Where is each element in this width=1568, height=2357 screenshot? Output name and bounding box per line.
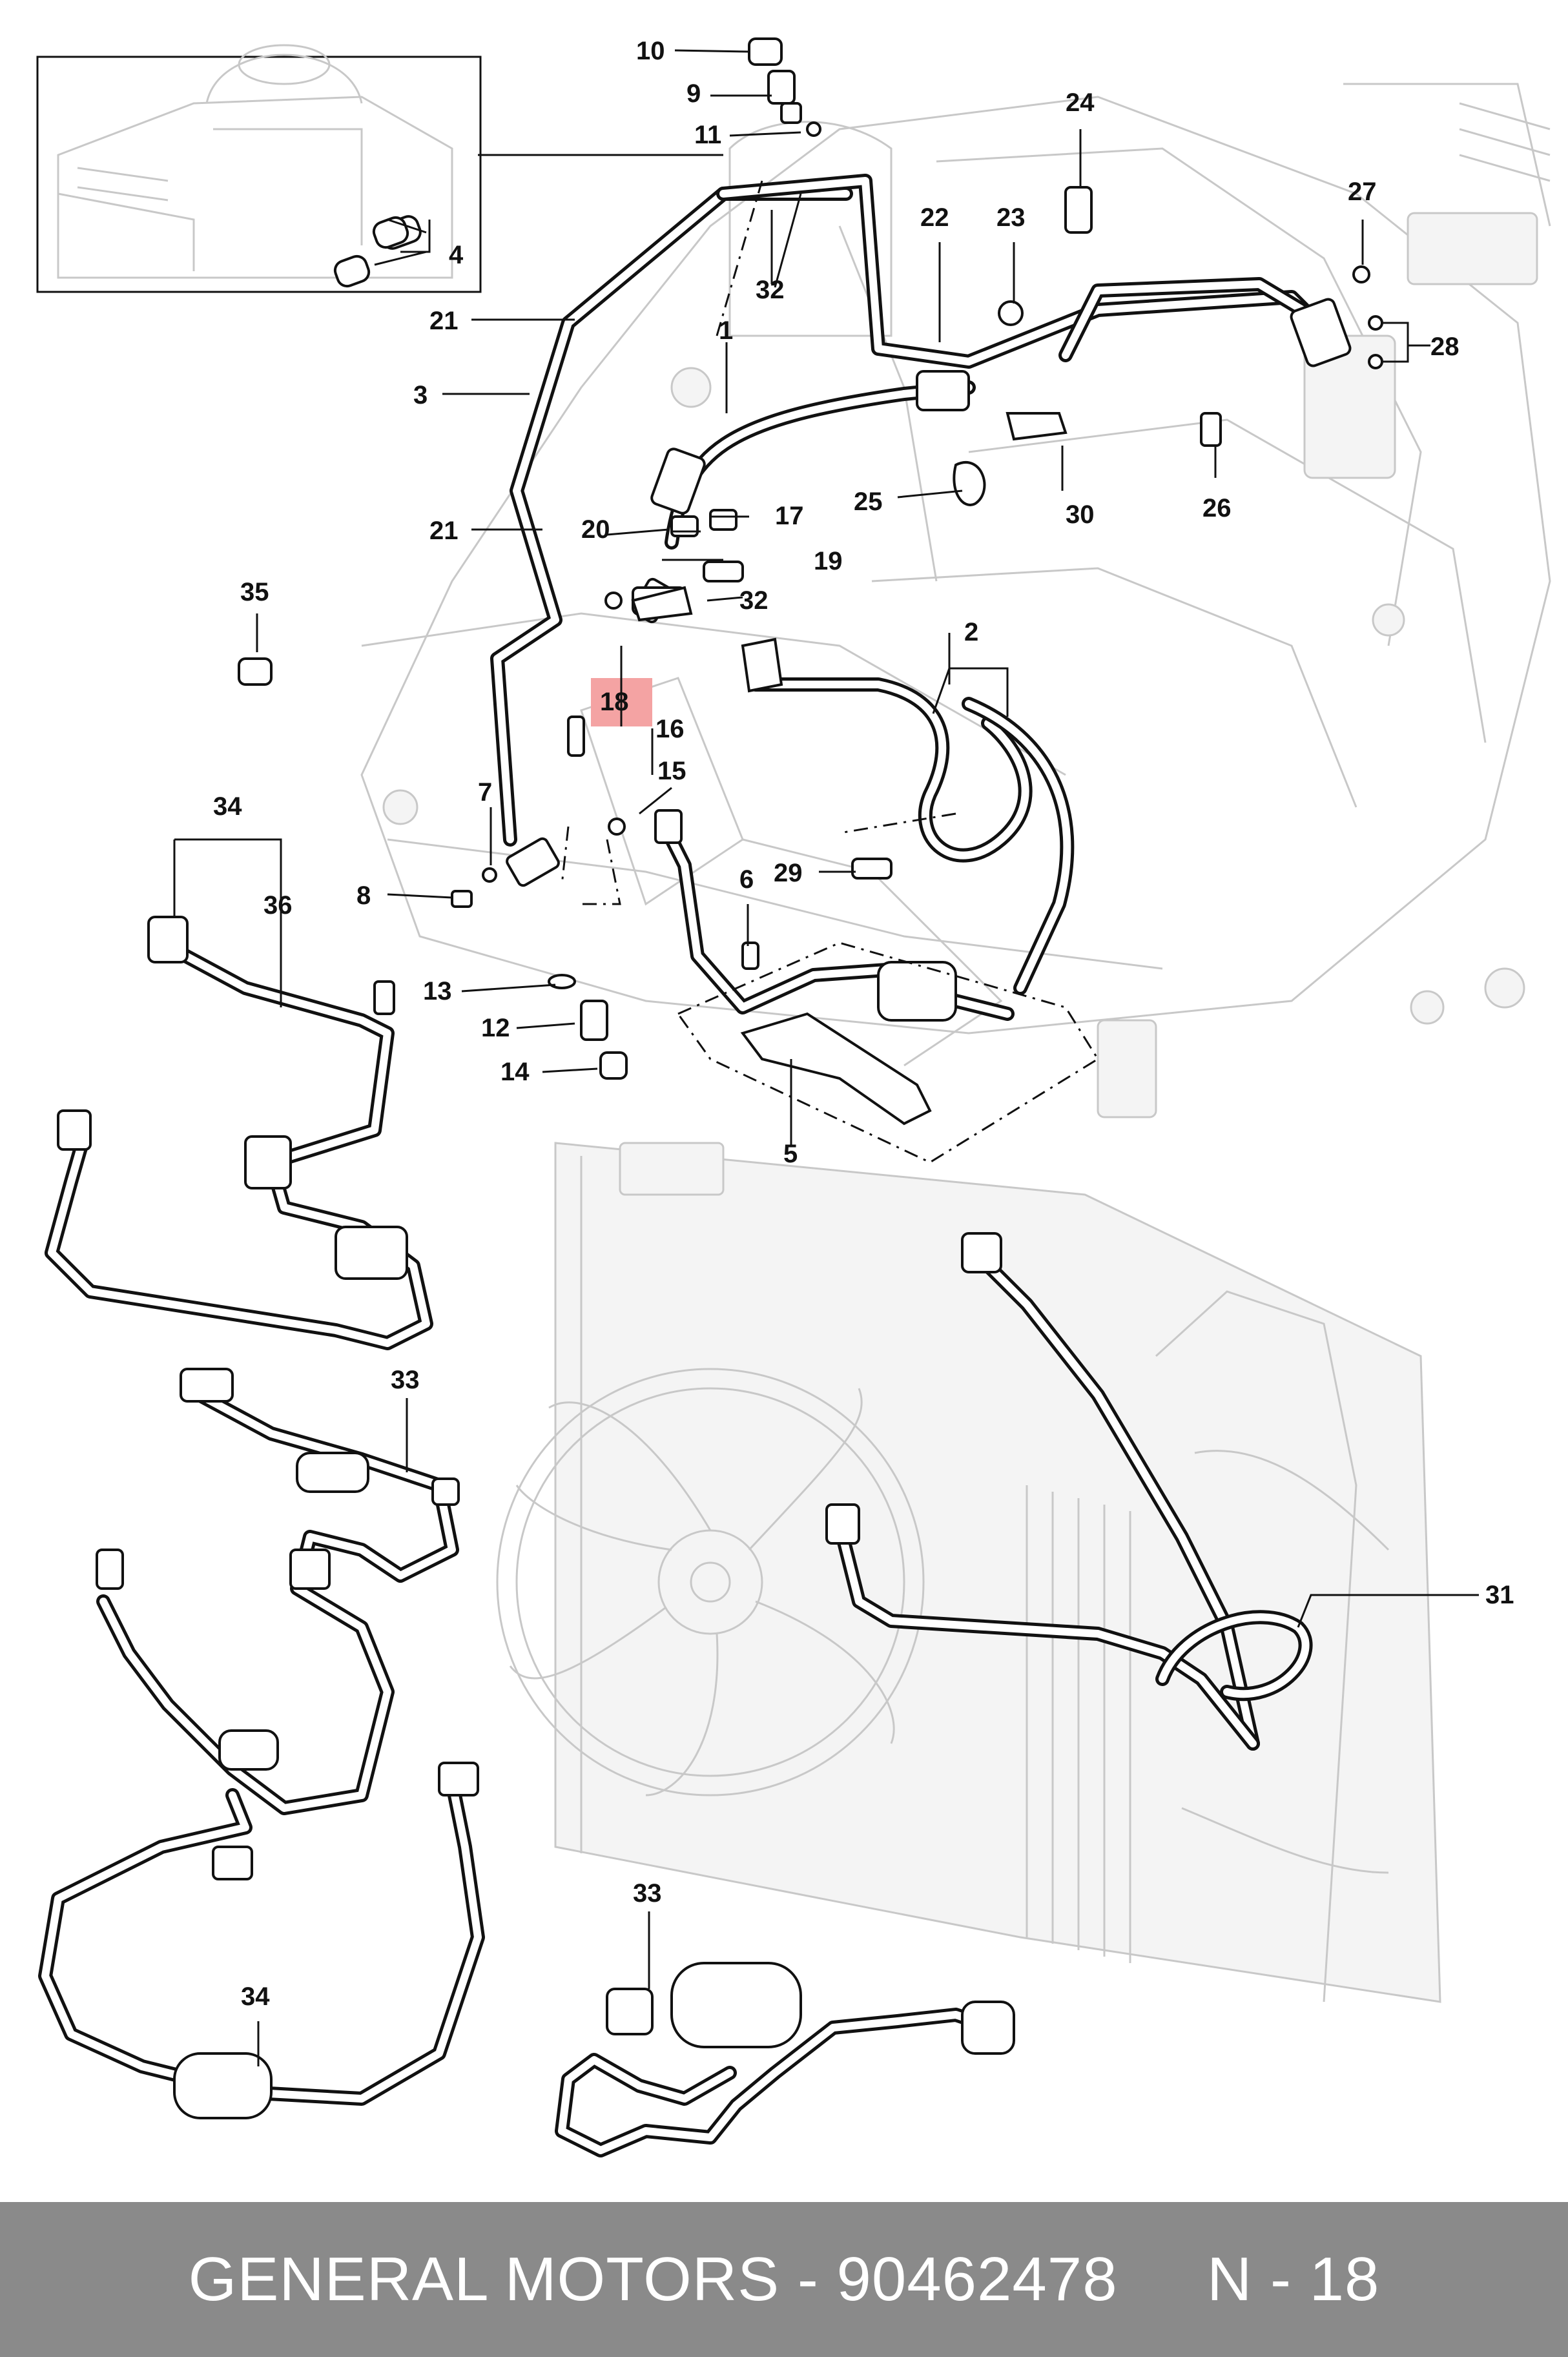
footer-bar: GENERAL MOTORS - 90462478 N - 18 bbox=[0, 2202, 1568, 2357]
label-1: 1 bbox=[719, 316, 733, 345]
parts-diagram: 10 9 11 4 21 3 21 1 32 22 23 24 27 28 26… bbox=[36, 37, 1551, 2157]
hose-33 bbox=[555, 1962, 1015, 2157]
label-9: 9 bbox=[686, 79, 701, 108]
label-21b: 21 bbox=[429, 517, 459, 545]
leader-lines bbox=[173, 49, 1479, 2066]
label-27: 27 bbox=[1348, 178, 1377, 206]
hose-35 bbox=[96, 1368, 460, 1815]
label-6: 6 bbox=[739, 865, 754, 894]
label-14: 14 bbox=[500, 1058, 530, 1086]
hose-22 bbox=[716, 174, 1352, 369]
label-35: 33 bbox=[391, 1366, 420, 1394]
label-12: 12 bbox=[481, 1014, 510, 1042]
hose-2 bbox=[741, 637, 1075, 995]
label-26: 26 bbox=[1202, 494, 1232, 522]
label-5: 5 bbox=[783, 1140, 798, 1168]
label-13: 13 bbox=[423, 977, 452, 1005]
bracket-5 bbox=[676, 942, 1100, 1164]
hose-34 bbox=[38, 1762, 485, 2119]
label-23: 23 bbox=[996, 203, 1026, 232]
label-3: 3 bbox=[413, 381, 428, 409]
label-10: 10 bbox=[636, 37, 665, 65]
small-parts bbox=[238, 37, 1383, 1080]
label-2: 2 bbox=[964, 618, 978, 646]
label-19: 19 bbox=[814, 547, 843, 575]
label-18: 18 bbox=[600, 688, 629, 716]
label-22: 22 bbox=[920, 203, 949, 232]
label-24: 25 bbox=[854, 488, 883, 516]
label-37: 35 bbox=[240, 578, 269, 606]
dashed-links bbox=[561, 180, 956, 905]
label-7: 7 bbox=[478, 778, 492, 807]
footer-part-number: GENERAL MOTORS - 90462478 N - 18 bbox=[188, 2245, 1380, 2314]
radiator-fan-background bbox=[496, 1142, 1441, 2003]
label-36: 34 bbox=[213, 792, 242, 821]
label-16: 16 bbox=[655, 715, 685, 743]
label-32a: 32 bbox=[756, 276, 785, 304]
label-21a: 21 bbox=[429, 307, 459, 335]
label-28: 28 bbox=[1430, 333, 1460, 361]
label-4: 4 bbox=[449, 241, 464, 269]
label-38: 36 bbox=[263, 891, 293, 920]
label-15: 15 bbox=[657, 757, 686, 785]
label-17: 17 bbox=[775, 502, 804, 530]
label-11: 11 bbox=[694, 121, 721, 149]
label-30: 30 bbox=[1066, 500, 1095, 529]
engine-bay-background bbox=[360, 83, 1551, 1118]
hose-1 bbox=[650, 370, 976, 550]
label-8: 8 bbox=[356, 881, 371, 910]
label-20: 20 bbox=[581, 515, 610, 544]
hose-31 bbox=[825, 1232, 1313, 1751]
inset-box bbox=[36, 44, 723, 293]
label-29: 29 bbox=[774, 859, 803, 887]
hose-36-38 bbox=[45, 916, 433, 1350]
label-34: 34 bbox=[241, 1982, 270, 2011]
label-25: 24 bbox=[1066, 88, 1095, 117]
label-33: 33 bbox=[633, 1879, 662, 1908]
hose-6 bbox=[654, 809, 1015, 1022]
callout-labels: 10 9 11 4 21 3 21 1 32 22 23 24 27 28 26… bbox=[213, 37, 1514, 2011]
label-31: 31 bbox=[1485, 1581, 1514, 1609]
label-32b: 32 bbox=[739, 586, 769, 615]
